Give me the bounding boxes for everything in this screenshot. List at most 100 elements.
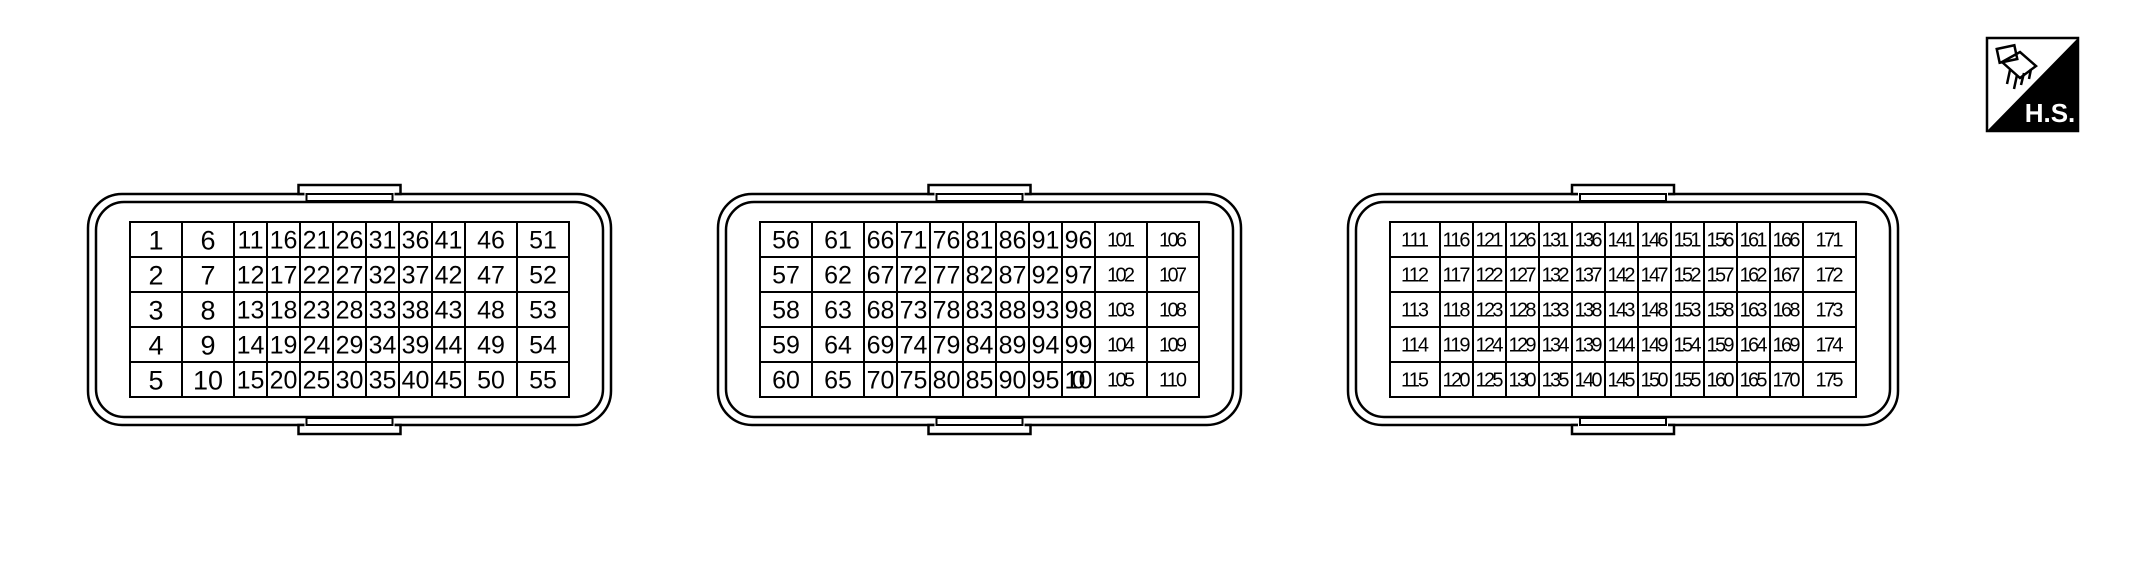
pin-label: 60 <box>772 367 800 395</box>
pin-label: 41 <box>435 227 463 255</box>
pin-label: 6 <box>200 226 215 256</box>
pin-cell: 108 <box>1146 291 1200 328</box>
pin-label: 70 <box>867 367 895 395</box>
pin-label: 38 <box>402 297 430 325</box>
pin-cell: 79 <box>929 326 964 363</box>
pin-cell: 128 <box>1505 291 1540 328</box>
pin-label: 45 <box>435 367 463 395</box>
pin-label: 113 <box>1401 300 1429 322</box>
pin-cell: 12 <box>233 256 268 293</box>
pin-cell: 130 <box>1505 361 1540 398</box>
pin-label: 173 <box>1816 300 1844 322</box>
pin-cell: 11 <box>233 221 268 258</box>
pin-cell: 165 <box>1736 361 1771 398</box>
connector-middle: 5657585960616263646566676869707172737475… <box>716 183 1243 436</box>
pin-cell: 158 <box>1703 291 1738 328</box>
pin-cell-border <box>1604 361 1639 398</box>
pin-cell-border <box>1028 221 1063 258</box>
pin-cell: 175 <box>1802 361 1857 398</box>
pin-cell: 54 <box>516 326 570 363</box>
pin-label: 107 <box>1159 265 1187 287</box>
pin-cell-border <box>863 256 898 293</box>
harness-connector-icon <box>1995 43 2038 90</box>
connectors-layer: 1234567891011121314151617181920212223242… <box>86 183 1900 436</box>
pin-label: 37 <box>402 262 430 290</box>
pin-cell: 82 <box>962 256 997 293</box>
pin-cell: 2 <box>129 256 183 293</box>
pin-cell: 115 <box>1389 361 1441 398</box>
pin-label: 16 <box>270 227 298 255</box>
pin-label: 53 <box>529 297 557 325</box>
pin-label: 85 <box>966 367 994 395</box>
pin-cell: 6 <box>181 221 235 258</box>
pin-cell: 41 <box>431 221 466 258</box>
pin-label: 30 <box>336 367 364 395</box>
pin-cell: 59 <box>759 326 813 363</box>
pin-cell: 135 <box>1538 361 1573 398</box>
pin-label: 167 <box>1773 265 1801 287</box>
pin-label: 13 <box>237 297 265 325</box>
pin-cell-border <box>1670 361 1705 398</box>
pin-cell-border <box>1703 361 1738 398</box>
pin-cell-border <box>181 256 235 293</box>
pin-cell: 8 <box>181 291 235 328</box>
pin-cell: 87 <box>995 256 1030 293</box>
pin-cell-border <box>1769 361 1804 398</box>
pin-label: 166 <box>1773 230 1801 252</box>
pin-cell: 134 <box>1538 326 1573 363</box>
pin-label: 56 <box>772 227 800 255</box>
pin-label: 61 <box>824 227 852 255</box>
pin-cell: 4 <box>129 326 183 363</box>
pin-label: 163 <box>1740 300 1768 322</box>
pin-cell-border <box>516 326 570 363</box>
pin-label: 126 <box>1509 230 1537 252</box>
pin-label: 123 <box>1476 300 1504 322</box>
pin-cell-border <box>1571 361 1606 398</box>
pin-cell-border <box>233 291 268 328</box>
pin-cell: 32 <box>365 256 400 293</box>
pin-cell: 169 <box>1769 326 1804 363</box>
pin-cell: 30 <box>332 361 367 398</box>
pin-cell-border <box>431 256 466 293</box>
pin-cell-border <box>1670 256 1705 293</box>
pin-cell: 1 <box>129 221 183 258</box>
pin-label: 79 <box>933 332 961 360</box>
pin-cell-border <box>398 256 433 293</box>
pin-cell: 38 <box>398 291 433 328</box>
pin-label: 117 <box>1443 265 1471 287</box>
pin-label: 73 <box>900 297 928 325</box>
pin-label: 156 <box>1707 230 1735 252</box>
pin-label: 140 <box>1575 370 1603 392</box>
pin-cell-border <box>516 221 570 258</box>
pin-cell-border <box>896 326 931 363</box>
pin-label: 120 <box>1443 370 1471 392</box>
pin-label: 115 <box>1401 370 1429 392</box>
connector-left: 1234567891011121314151617181920212223242… <box>86 183 613 436</box>
pin-cell: 45 <box>431 361 466 398</box>
pin-cell: 83 <box>962 291 997 328</box>
pin-cell: 26 <box>332 221 367 258</box>
pin-cell: 65 <box>811 361 865 398</box>
pin-cell: 69 <box>863 326 898 363</box>
pin-cell: 160 <box>1703 361 1738 398</box>
pin-cell-border <box>1389 326 1441 363</box>
pin-cell: 10 <box>181 361 235 398</box>
pin-label: 31 <box>369 227 397 255</box>
pin-label: 64 <box>824 332 852 360</box>
pin-label: 7 <box>200 261 215 291</box>
pin-cell: 27 <box>332 256 367 293</box>
pin-cell: 66 <box>863 221 898 258</box>
pin-cell: 90 <box>995 361 1030 398</box>
pin-label: 5 <box>148 366 163 396</box>
pin-cell: 35 <box>365 361 400 398</box>
pin-cell: 76 <box>929 221 964 258</box>
pin-label: 22 <box>303 262 331 290</box>
pin-cell: 89 <box>995 326 1030 363</box>
pin-cell-border <box>1094 326 1148 363</box>
pin-cell: 67 <box>863 256 898 293</box>
pin-cell-border <box>266 221 301 258</box>
pin-label: 39 <box>402 332 430 360</box>
pin-cell-border <box>929 361 964 398</box>
pin-cell-border <box>1538 326 1573 363</box>
pin-label: 75 <box>900 367 928 395</box>
